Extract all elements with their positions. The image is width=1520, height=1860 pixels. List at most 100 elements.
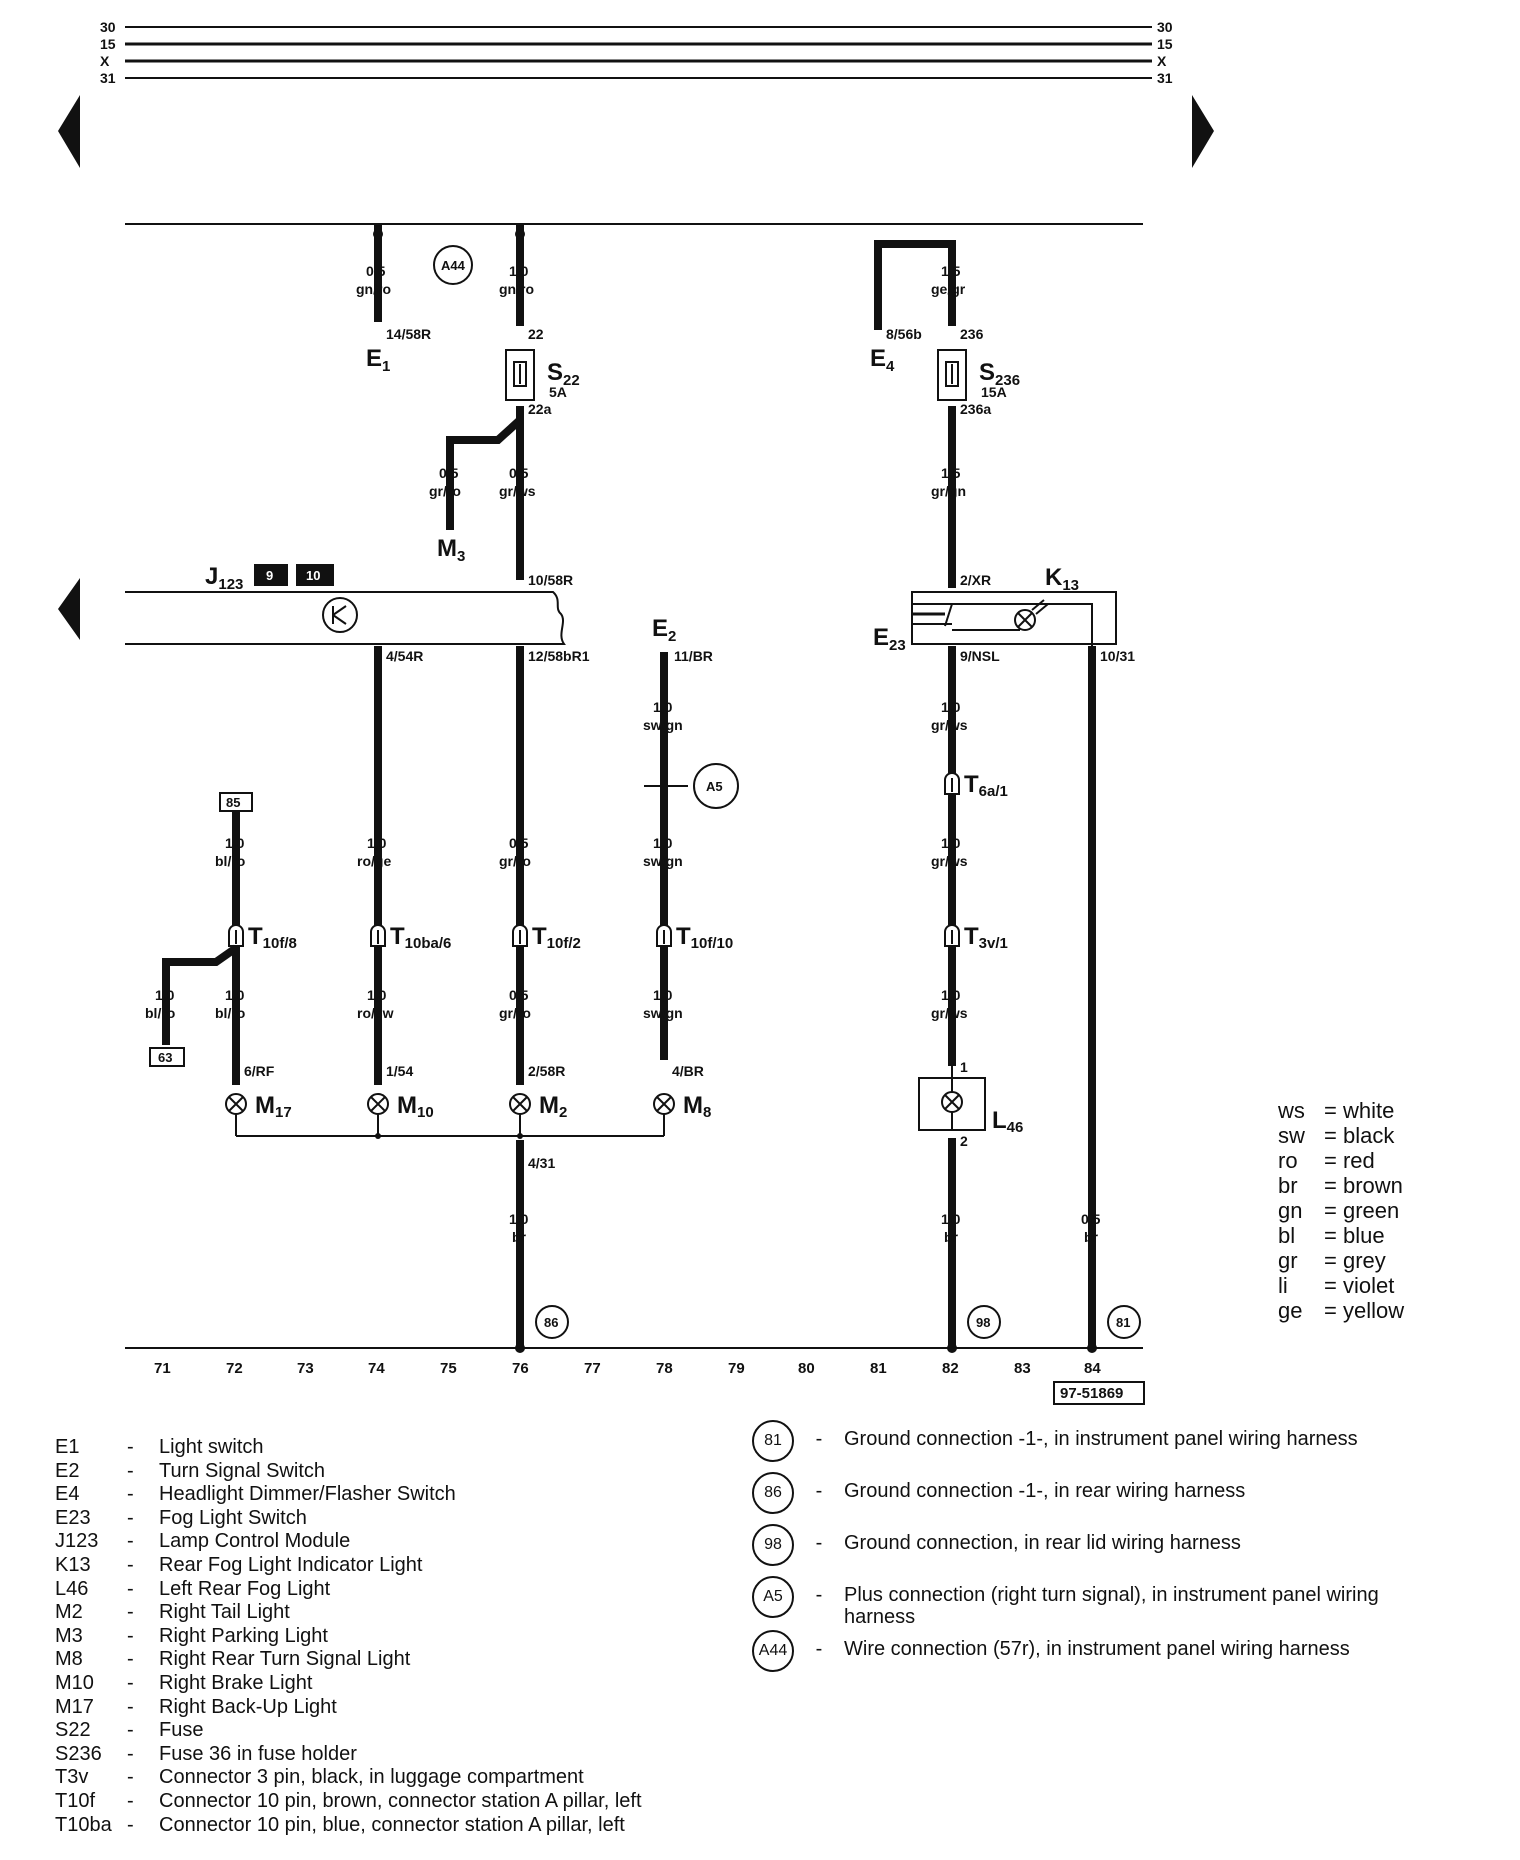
legend-row: M10-Right Brake Light <box>55 1671 313 1694</box>
legend-row: L46-Left Rear Fog Light <box>55 1577 331 1600</box>
svg-text:bl/ro: bl/ro <box>215 1005 245 1021</box>
previous-section-arrow-icon[interactable] <box>58 578 80 640</box>
svg-text:4/BR: 4/BR <box>672 1063 704 1079</box>
svg-text:1: 1 <box>960 1059 968 1075</box>
svg-text:bl/ro: bl/ro <box>145 1005 175 1021</box>
svg-text:gr/ws: gr/ws <box>931 1005 968 1021</box>
svg-text:4/31: 4/31 <box>528 1155 555 1171</box>
bulb-m10-icon <box>367 1093 389 1115</box>
label-j123: J123 <box>205 563 243 593</box>
svg-text:A5: A5 <box>706 779 723 794</box>
previous-page-arrow-icon[interactable] <box>58 95 80 168</box>
wiring-diagram: 30 15 X 31 30 15 X 31 0,5 gn/ro 14/58R E… <box>58 19 1214 1405</box>
rail-label-30-right: 30 <box>1157 19 1173 35</box>
svg-text:71: 71 <box>154 1360 171 1377</box>
svg-text:9/NSL: 9/NSL <box>960 648 1000 664</box>
next-page-arrow-icon[interactable] <box>1192 95 1214 168</box>
legend-row: M8-Right Rear Turn Signal Light <box>55 1648 411 1671</box>
bulb-m2-icon <box>509 1093 531 1115</box>
bulb-m8-icon <box>653 1093 675 1115</box>
svg-text:82: 82 <box>942 1360 959 1377</box>
power-rails <box>125 26 1152 79</box>
connection-legend: 81-Ground connection -1-, in instrument … <box>752 1420 1482 1690</box>
svg-text:ro/ge: ro/ge <box>357 853 391 869</box>
legend-row: E4-Headlight Dimmer/Flasher Switch <box>55 1483 456 1506</box>
svg-text:5A: 5A <box>549 384 567 400</box>
e2-branch: E2 11/BR 1,0 sw/gn A5 1,0 sw/gn <box>643 615 739 1060</box>
svg-text:6/RF: 6/RF <box>244 1063 275 1079</box>
svg-text:85: 85 <box>226 795 240 810</box>
svg-text:12/58bR1: 12/58bR1 <box>528 648 590 664</box>
svg-text:81: 81 <box>870 1360 887 1377</box>
ground-86-badge-icon: 86 <box>752 1472 794 1514</box>
svg-text:bl/ro: bl/ro <box>215 853 245 869</box>
svg-text:22: 22 <box>528 326 544 342</box>
rail-label-31-right: 31 <box>1157 70 1173 86</box>
svg-text:gr/ws: gr/ws <box>931 853 968 869</box>
svg-text:A44: A44 <box>441 258 466 273</box>
svg-text:2/XR: 2/XR <box>960 572 991 588</box>
connector-t10f8-icon <box>228 924 244 947</box>
svg-text:M17: M17 <box>255 1092 292 1121</box>
rail-label-31: 31 <box>100 70 116 86</box>
svg-text:gr/ws: gr/ws <box>931 717 968 733</box>
ground-81-icon <box>1107 1305 1141 1339</box>
a44-ref-icon <box>433 245 473 285</box>
connector-t10ba6-icon <box>370 924 386 947</box>
connector-t10f10-icon <box>656 924 672 947</box>
svg-text:78: 78 <box>656 1360 673 1377</box>
label-e23: E23 <box>873 624 906 654</box>
grid-numbers: 71 72 73 74 75 76 77 78 79 80 81 82 83 8… <box>154 1360 1101 1377</box>
wire-color-key: ws= white sw= black ro= red br= brown gn… <box>1278 1098 1405 1323</box>
svg-text:1,0: 1,0 <box>941 1211 961 1227</box>
svg-text:63: 63 <box>158 1050 172 1065</box>
svg-text:1,5: 1,5 <box>941 263 961 279</box>
svg-text:0,5: 0,5 <box>439 465 459 481</box>
label-e2: E2 <box>652 615 676 645</box>
lower-wires <box>232 646 1096 1350</box>
label-s22: S22 <box>547 359 580 389</box>
a5-badge-icon: A5 <box>752 1576 794 1618</box>
s22-branch: 1,0 gn/ro 22 S22 5A 22a 0,5 gr/ro M3 0,5… <box>429 224 580 588</box>
svg-text:79: 79 <box>728 1360 745 1377</box>
a44-badge-icon: A44 <box>752 1630 794 1672</box>
svg-text:gr/ro: gr/ro <box>429 483 461 499</box>
connector-t6a1-icon <box>944 772 960 795</box>
indicator-lamp-icon <box>1014 609 1036 631</box>
svg-text:L46: L46 <box>992 1107 1023 1136</box>
svg-text:98: 98 <box>976 1315 990 1330</box>
j123-module-icon <box>322 597 358 633</box>
legend-row: E23-Fog Light Switch <box>55 1506 307 1529</box>
svg-text:1/54: 1/54 <box>386 1063 413 1079</box>
svg-text:gn/ro: gn/ro <box>499 281 534 297</box>
rail-label-15: 15 <box>100 36 116 52</box>
bulb-m17-icon <box>225 1093 247 1115</box>
svg-text:1,0: 1,0 <box>941 987 961 1003</box>
legend-row: M3-Right Parking Light <box>55 1624 328 1647</box>
e23-k13-module: K13 E23 9/NSL 10/31 <box>873 564 1135 664</box>
svg-text:81: 81 <box>1116 1315 1130 1330</box>
svg-text:80: 80 <box>798 1360 815 1377</box>
legend-row: 86-Ground connection -1-, in rear wiring… <box>752 1472 1482 1532</box>
svg-text:75: 75 <box>440 1360 457 1377</box>
e1-branch: 0,5 gn/ro 14/58R E1 <box>356 224 431 375</box>
svg-text:M10: M10 <box>397 1092 434 1121</box>
ground-86-icon <box>535 1305 569 1339</box>
label-k13: K13 <box>1045 564 1079 594</box>
svg-text:8/56b: 8/56b <box>886 326 922 342</box>
svg-text:gr/ws: gr/ws <box>499 483 536 499</box>
legend-row: J123-Lamp Control Module <box>55 1530 351 1553</box>
svg-text:sw/gn: sw/gn <box>643 1005 683 1021</box>
svg-text:10/58R: 10/58R <box>528 572 573 588</box>
svg-text:73: 73 <box>297 1360 314 1377</box>
label-m3: M3 <box>437 535 465 565</box>
svg-text:T6a/1: T6a/1 <box>964 771 1008 800</box>
rail-label-30: 30 <box>100 19 116 35</box>
svg-text:0,5: 0,5 <box>1081 1211 1101 1227</box>
rail-label-x-right: X <box>1157 53 1167 69</box>
legend-row: E2-Turn Signal Switch <box>55 1459 325 1482</box>
legend-row: S22-Fuse <box>55 1719 204 1742</box>
svg-text:gr/ro: gr/ro <box>499 1005 531 1021</box>
s236-branch: 8/56b E4 1,5 ge/gr 236 S236 15A 236a 1,5… <box>870 240 1020 588</box>
ground-98-badge-icon: 98 <box>752 1524 794 1566</box>
